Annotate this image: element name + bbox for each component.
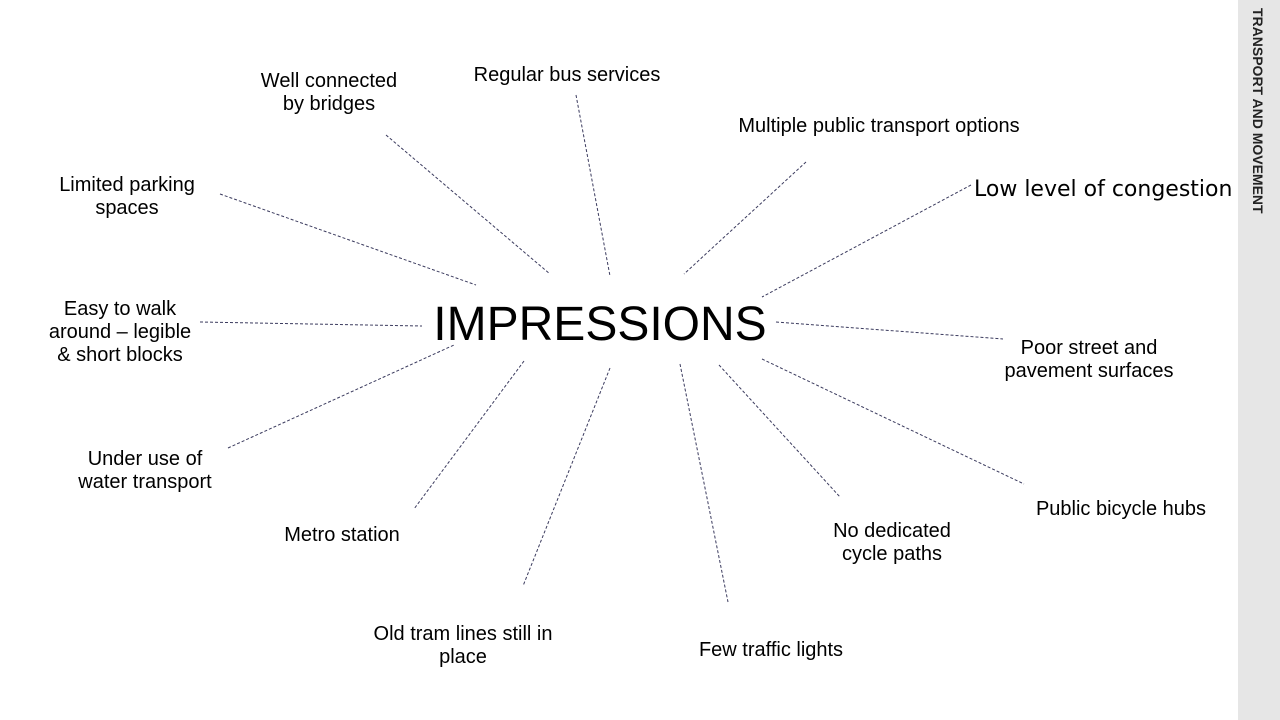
connector-metro: [413, 360, 525, 510]
connector-walk: [199, 321, 423, 327]
node-traffic: Few traffic lights: [698, 639, 844, 661]
node-bicycle: Public bicycle hubs: [1035, 498, 1207, 520]
node-congestion: Low level of congestion: [974, 177, 1233, 202]
section-title-vertical: TRANSPORT AND MOVEMENT: [1250, 8, 1266, 214]
connector-bus: [575, 94, 611, 277]
connector-tram: [522, 367, 611, 587]
node-walk: Easy to walk around – legible & short bl…: [48, 298, 192, 366]
center-title: IMPRESSIONS: [433, 298, 767, 351]
connector-water: [227, 344, 455, 449]
node-tram: Old tram lines still in place: [373, 623, 553, 668]
connector-congestion: [761, 184, 972, 298]
connector-parking: [219, 193, 477, 286]
connector-bicycle: [761, 358, 1025, 485]
connector-multi: [683, 161, 807, 275]
connector-street: [775, 321, 1004, 340]
node-multi: Multiple public transport options: [738, 115, 1020, 137]
section-sidebar: TRANSPORT AND MOVEMENT: [1238, 0, 1280, 720]
node-cycle: No dedicated cycle paths: [833, 520, 951, 565]
node-metro: Metro station: [284, 524, 400, 546]
node-bridges: Well connected by bridges: [260, 70, 398, 115]
connector-lines: [199, 94, 1025, 603]
node-bus: Regular bus services: [473, 64, 661, 86]
connector-bridges: [385, 134, 551, 275]
connector-traffic: [679, 363, 729, 603]
node-street: Poor street and pavement surfaces: [1004, 337, 1174, 382]
connector-cycle: [718, 364, 841, 498]
node-parking: Limited parking spaces: [59, 174, 195, 219]
node-water: Under use of water transport: [78, 448, 212, 493]
